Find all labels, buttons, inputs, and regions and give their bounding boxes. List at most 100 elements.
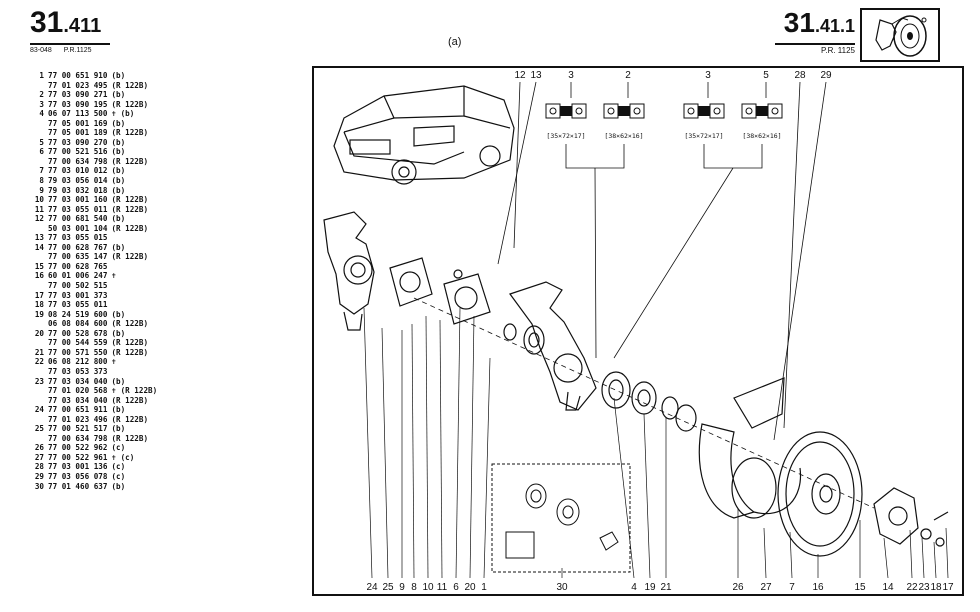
part-number [32, 396, 44, 406]
part-number: 21 [34, 347, 44, 357]
part-note: (b) [111, 328, 126, 338]
part-code: 79 03 056 014 [48, 176, 108, 186]
part-number: 24 [34, 405, 44, 415]
bottom-callout-label: 8 [411, 582, 417, 593]
bottom-callout-label: 30 [556, 582, 568, 593]
parts-list-row: 77 01 023 496(R 122B) [32, 415, 272, 425]
part-number: 28 [34, 462, 44, 472]
parts-list-row: 77 05 001 169(b) [32, 119, 272, 129]
part-number: 13 [34, 233, 44, 243]
part-number: 1 [39, 71, 44, 80]
parts-list-row: 77 01 023 495(R 122B) [32, 81, 272, 91]
bottom-callout-label: 25 [382, 582, 394, 593]
bottom-callout-label: 23 [918, 582, 930, 593]
backing-plates [389, 257, 491, 325]
bottom-callout-label: 21 [660, 582, 672, 593]
part-number: 2 [39, 90, 44, 100]
bottom-callout-label: 22 [906, 582, 918, 593]
part-note: (b) [111, 137, 126, 147]
callout-leader-line [497, 81, 537, 265]
part-code: 77 00 571 550 [48, 347, 108, 357]
bearing-size-box: [38×62×16] [603, 103, 645, 140]
part-code: 77 01 020 568 [48, 386, 108, 396]
bottom-callout-label: 11 [437, 582, 448, 593]
callout-leader-line [773, 81, 827, 441]
part-number: 4 [39, 109, 44, 119]
part-code: 50 03 001 104 [48, 223, 108, 233]
part-code: 77 00 521 516 [48, 147, 108, 157]
bottom-callout-label: 18 [930, 582, 942, 593]
part-note: (b) [111, 71, 126, 80]
assembly-axis [413, 297, 875, 509]
part-note: (R 122B) [111, 204, 149, 214]
bottom-callout-label: 19 [644, 582, 656, 593]
part-note: (c) [111, 443, 126, 453]
part-number: 23 [34, 376, 44, 386]
part-note: (b) [111, 214, 126, 224]
part-code: 77 00 634 798 [48, 433, 108, 443]
callout-leader-line [921, 537, 925, 579]
part-code: 77 00 522 962 [48, 443, 108, 453]
bearing-kit-box [491, 463, 631, 573]
parts-list-row: 77 00 502 515 [32, 281, 272, 291]
part-note: (R 122B) [111, 395, 149, 405]
part-note: (b) [111, 176, 126, 186]
section-number: 31.411 [30, 6, 102, 39]
bearing-bracket-line [565, 144, 625, 359]
part-code: 77 00 521 517 [48, 424, 108, 434]
part-number: 6 [39, 147, 44, 157]
section-number-right: 31.41.1 [783, 7, 855, 38]
part-number: 20 [34, 328, 44, 338]
part-code: 77 01 460 637 [48, 481, 108, 491]
top-callout-label: 3 [568, 70, 574, 81]
callout-leader-line [909, 529, 913, 579]
parts-list-row: 77 01 020 568✝ (R 122B) [32, 386, 272, 396]
part-number: 14 [34, 242, 44, 252]
callout-leader-line [643, 413, 651, 579]
bearing-size-label: [38×62×16] [604, 132, 643, 140]
part-note: (b) [111, 166, 126, 176]
part-code: 60 01 006 247 [48, 271, 108, 281]
parts-list-row: 50 03 001 104(R 122B) [32, 224, 272, 234]
part-number: 8 [39, 176, 44, 186]
bottom-callout-label: 14 [882, 582, 894, 593]
part-number [32, 224, 44, 234]
header-rule-right [775, 43, 855, 45]
bearing-bracket-line [613, 144, 763, 359]
part-code: 08 24 519 600 [48, 309, 108, 319]
part-note: (R 122B) [111, 319, 149, 329]
callout-leader-line [789, 531, 793, 579]
part-note: (c) [111, 471, 126, 481]
parts-list-row: 77 03 053 373 [32, 367, 272, 377]
callout-leader-line [381, 327, 389, 579]
part-note: ✝ (c) [111, 452, 135, 462]
parts-list-row: 77 00 634 798(R 122B) [32, 434, 272, 444]
part-code: 77 00 628 765 [48, 261, 108, 271]
part-number: 19 [34, 309, 44, 319]
top-callout-label: 3 [705, 70, 711, 81]
callout-leader-line [513, 81, 521, 249]
callout-leader-line [455, 307, 461, 579]
bearing-size-label: [35×72×17] [546, 132, 585, 140]
part-note: (R 122B) [111, 252, 149, 262]
part-note: (R 122B) [111, 414, 149, 424]
part-code: 77 00 651 911 [48, 405, 108, 415]
figure-label: (a) [448, 36, 462, 48]
car-illustration [333, 85, 515, 185]
